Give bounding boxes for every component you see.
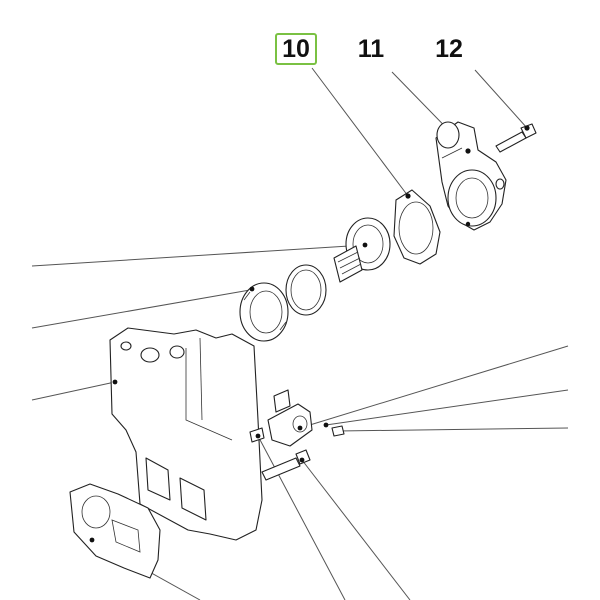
leader-12 — [474, 69, 528, 129]
bolt-part-12 — [495, 123, 537, 153]
leader-sensor-a — [299, 345, 569, 429]
leader-bolt-a — [257, 435, 346, 600]
leader-thermostat — [31, 244, 366, 267]
leader-10 — [311, 67, 409, 197]
leader-bolt-b — [301, 459, 411, 600]
callout-12[interactable]: 12 — [435, 35, 463, 63]
thermostat-housing — [109, 327, 263, 541]
thermostat — [333, 217, 391, 283]
leader-lines — [31, 67, 569, 600]
seal-ring — [239, 282, 289, 342]
gasket-part-10 — [393, 189, 441, 265]
bolts — [249, 427, 311, 481]
leader-nut — [337, 427, 569, 432]
o-ring — [285, 264, 327, 316]
leader-sensor-b — [325, 389, 569, 426]
leader-seal-ring — [31, 289, 251, 329]
outlet-elbow-part-11 — [435, 121, 507, 231]
temperature-sensor — [267, 389, 345, 447]
leader-housing — [31, 381, 116, 401]
callout-10[interactable]: 10 — [275, 33, 317, 65]
lower-gasket — [69, 483, 161, 579]
callout-11[interactable]: 11 — [357, 35, 385, 63]
